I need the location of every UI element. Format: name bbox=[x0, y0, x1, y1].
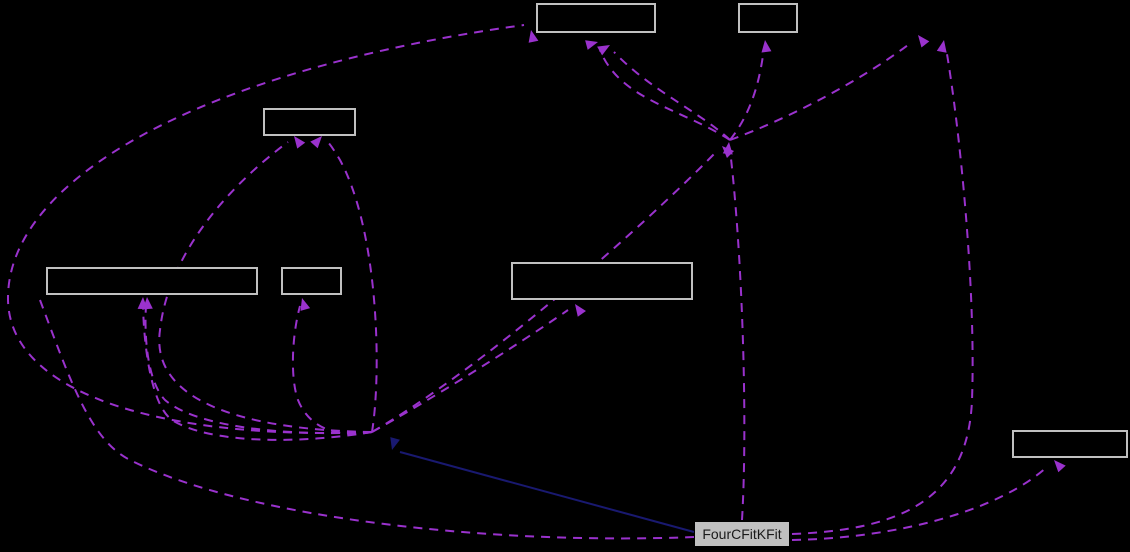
edge-hub-left-to-upper-mid-a bbox=[158, 141, 373, 433]
node-fourcfitkfit[interactable]: FourCFitKFit bbox=[694, 521, 790, 547]
edge-fourc-to-right-lower-arrowhead bbox=[1054, 460, 1066, 473]
node-left-small[interactable] bbox=[281, 267, 342, 295]
edge-hub-left-to-upper-mid-a-arrowhead bbox=[294, 136, 306, 149]
edge-fourc-inherits-hub-left-arrowhead bbox=[390, 437, 400, 450]
node-top-left[interactable] bbox=[536, 3, 656, 33]
edge-hub-left-to-left-wide-b-arrowhead bbox=[137, 297, 148, 310]
edge-hub-left-to-top-left bbox=[6, 24, 525, 434]
node-fourcfitkfit-label: FourCFitKFit bbox=[702, 526, 782, 542]
edge-hub-left-to-center-wide bbox=[371, 309, 569, 433]
edge-fourc-to-hub-right bbox=[729, 149, 746, 521]
edge-hub-left-to-left-small bbox=[291, 305, 373, 435]
node-upper-mid[interactable] bbox=[263, 108, 356, 136]
edge-fourc-to-peak-b bbox=[791, 47, 974, 535]
edge-hub-left-to-top-left-arrowhead bbox=[528, 30, 539, 43]
edge-hub-right-to-top-right bbox=[729, 47, 765, 141]
edge-hub-left-to-center-wide-arrowhead bbox=[575, 304, 586, 317]
edge-fourc-to-right-lower bbox=[791, 465, 1049, 541]
edge-hub-right-to-top-left-a-arrowhead bbox=[597, 45, 610, 56]
edge-hub-left-to-left-small-arrowhead bbox=[300, 298, 311, 311]
edge-fourc-to-peak-b-arrowhead bbox=[936, 40, 947, 53]
edge-hub-right-to-top-left-b bbox=[599, 49, 731, 141]
node-top-right[interactable] bbox=[738, 3, 798, 33]
edge-hub-right-to-peak-a-arrowhead bbox=[918, 35, 930, 48]
edge-fourc-inherits-hub-left bbox=[399, 451, 695, 533]
edge-hub-left-to-left-wide-b bbox=[142, 304, 373, 441]
edge-hub-right-to-top-right-arrowhead bbox=[761, 40, 772, 53]
edge-fourc-to-left-tail bbox=[39, 299, 695, 540]
edge-hub-left-to-left-wide-a bbox=[144, 304, 373, 435]
node-center-wide[interactable] bbox=[511, 262, 693, 300]
node-left-wide[interactable] bbox=[46, 267, 258, 295]
edge-hub-left-to-upper-mid-b bbox=[325, 139, 378, 433]
edge-fourc-to-hub-right-arrowhead bbox=[722, 142, 733, 155]
edge-hub-right-to-top-left-b-arrowhead bbox=[585, 40, 598, 50]
edge-hub-right-to-top-left-a bbox=[613, 51, 731, 141]
edge-hub-right-to-peak-a bbox=[729, 41, 913, 141]
edge-hub-left-to-upper-mid-b-arrowhead bbox=[310, 136, 322, 149]
node-right-lower[interactable] bbox=[1012, 430, 1128, 458]
